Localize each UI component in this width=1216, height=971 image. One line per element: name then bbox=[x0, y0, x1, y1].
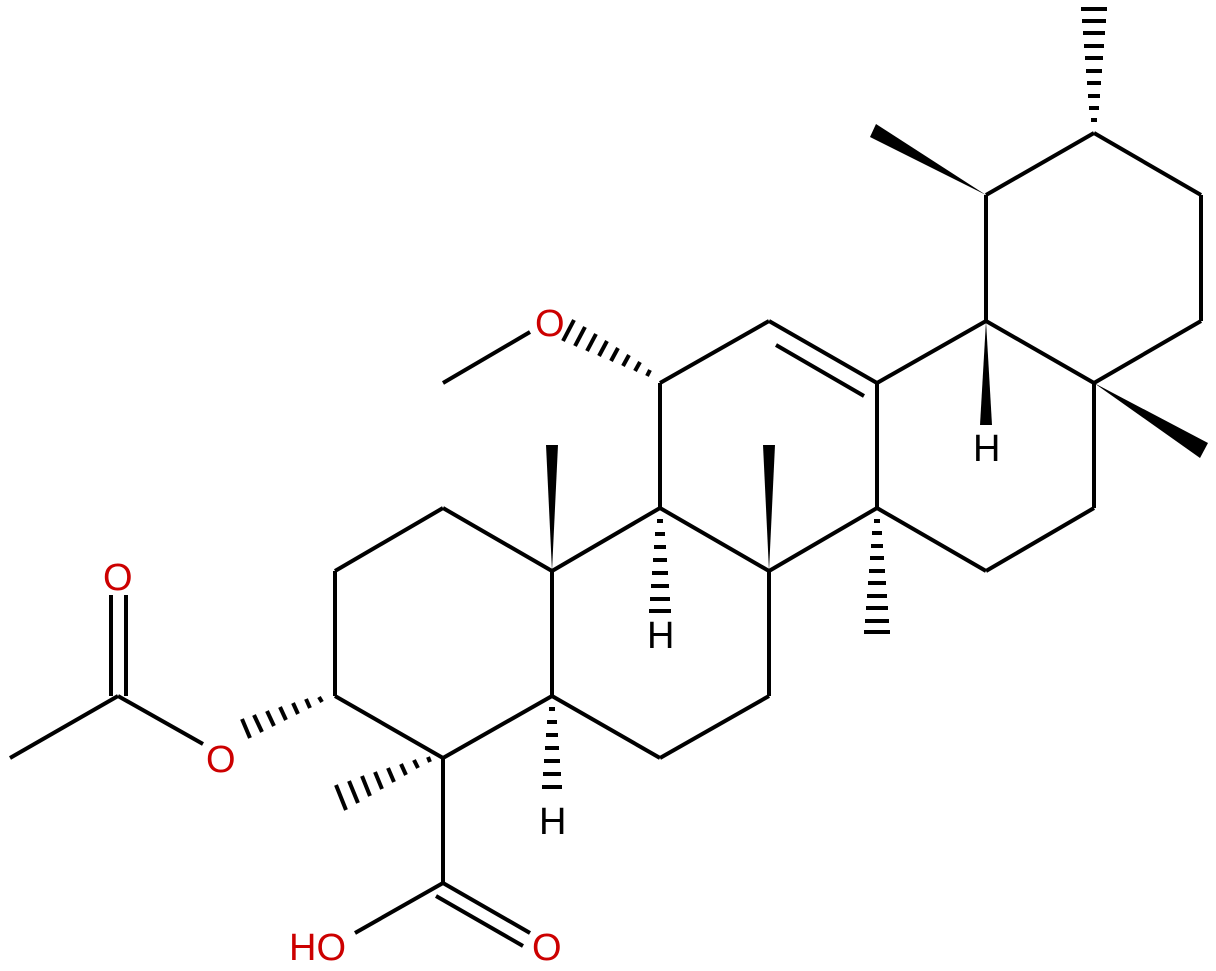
atom-labels: O O O O HO H H H bbox=[103, 303, 1000, 969]
hashed-bonds bbox=[240, 7, 1107, 811]
hydrogen-c9-label: H bbox=[647, 615, 674, 657]
oxygen-methoxy-label: O bbox=[535, 303, 565, 345]
oxygen-ester-label: O bbox=[206, 739, 236, 781]
oxygen-acid-carbonyl-label: O bbox=[532, 927, 562, 969]
skeleton-bonds bbox=[9, 131, 1203, 948]
oxygen-acetyl-carbonyl-label: O bbox=[103, 557, 133, 599]
wedge-bonds bbox=[546, 124, 1208, 571]
hydrogen-c18-label: H bbox=[973, 428, 1000, 470]
hydroxyl-label: HO bbox=[289, 927, 346, 969]
hydrogen-c5-label: H bbox=[539, 801, 566, 843]
